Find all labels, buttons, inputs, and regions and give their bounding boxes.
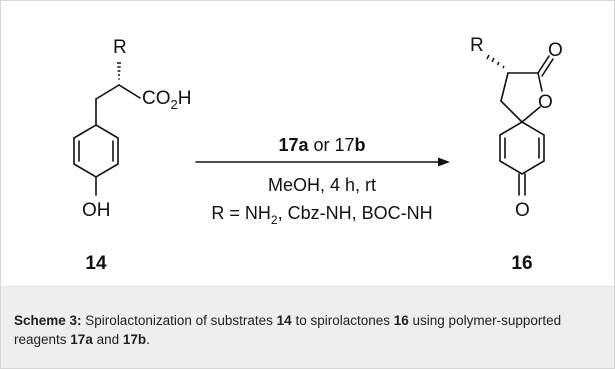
caption-part-4: and [92, 332, 123, 347]
scheme-caption: Scheme 3: Spirolactonization of substrat… [1, 286, 614, 368]
reaction-arrow-group: 17a or 17b MeOH, 4 h, rt R = NH2, Cbz-NH… [195, 135, 450, 227]
reactant-r-group: R [113, 37, 127, 58]
product-structure: R O O [470, 35, 563, 274]
bond-alpha-carboxyl [118, 84, 141, 99]
caption-part-3: using polymer-supported reagents [14, 313, 562, 347]
reaction-scheme: R CO2H OH [1, 1, 614, 286]
reactant-hydroxyl: OH [82, 200, 111, 221]
bond-carbonyl-ring-o [537, 72, 543, 92]
caption-part-1: Spirolactonization of substrates [81, 313, 277, 328]
caption-ref-14: 14 [276, 313, 292, 328]
reaction-arrow-head [438, 157, 450, 167]
product-carbonyl-oxygen: O [548, 40, 563, 61]
bond-ch2-spiro [500, 100, 523, 123]
bond-carbonyl-o-2 [541, 58, 554, 77]
scheme-drawing: R CO2H OH [73, 35, 563, 274]
caption-label: Scheme 3: [14, 313, 82, 328]
product-label: 16 [511, 253, 532, 274]
product-r-group: R [470, 35, 484, 56]
product-hashed-wedge [486, 54, 505, 69]
product-ring-oxygen: O [538, 92, 553, 113]
product-dienone-ring [499, 121, 545, 175]
caption-ref-16: 16 [393, 313, 409, 328]
bond-carbonyl-o-1 [537, 55, 550, 74]
bond-ring-o-spiro [521, 106, 541, 123]
caption-part-5: . [146, 332, 150, 347]
caption-part-2: to spirolactones [291, 313, 394, 328]
bond-alpha-ch2 [95, 84, 120, 100]
arrow-reagents: 17a or 17b [278, 135, 365, 155]
reactant-acid-group: CO2H [142, 88, 191, 112]
reactant-hashed-wedge [117, 62, 121, 80]
bond-alpha-ch2 [500, 72, 509, 102]
caption-text: Scheme 3: Spirolactonization of substrat… [14, 311, 604, 349]
product-ketone-oxygen: O [515, 200, 530, 221]
reactant-benzene-ring [73, 124, 119, 178]
caption-ref-17a: 17a [70, 332, 93, 347]
reactant-structure: R CO2H OH [73, 37, 191, 274]
reactant-label: 14 [85, 253, 107, 274]
arrow-conditions: MeOH, 4 h, rt [268, 175, 376, 195]
arrow-r-definition: R = NH2, Cbz-NH, BOC-NH [211, 203, 432, 227]
caption-ref-17b: 17b [122, 332, 147, 347]
